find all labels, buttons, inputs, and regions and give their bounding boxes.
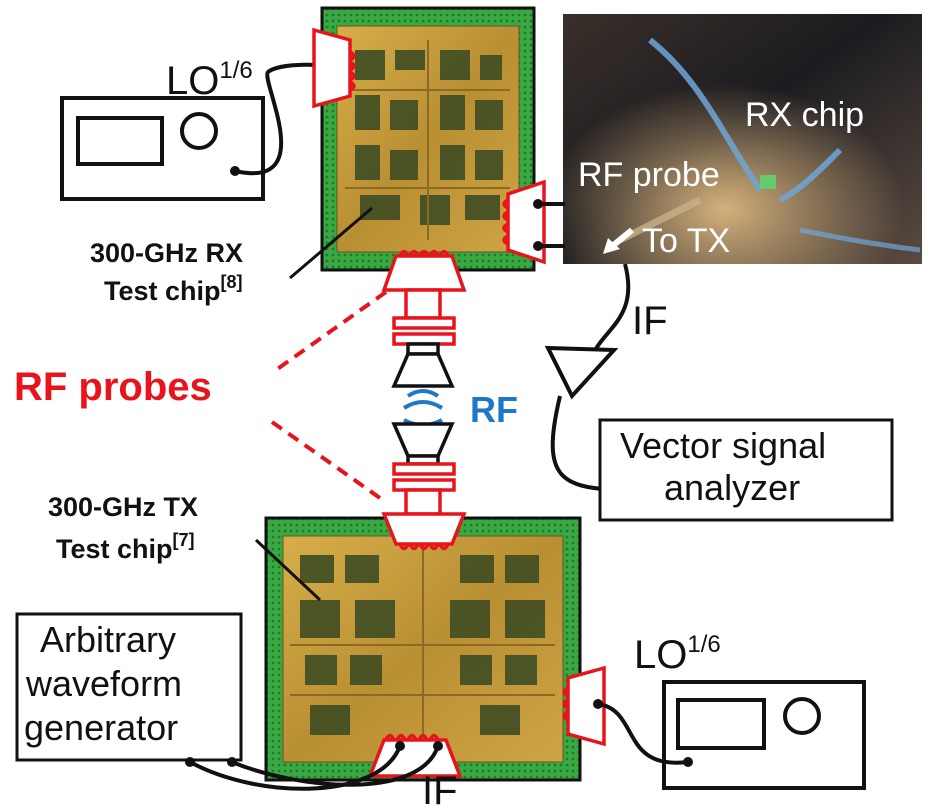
tx-lo-probe	[562, 665, 606, 747]
rf-probes-label: RF probes	[14, 365, 212, 409]
lo-top-label: LO1/6	[166, 57, 253, 103]
lo-bottom-label: LO1/6	[634, 631, 721, 677]
rx-chip-pointer	[289, 206, 373, 280]
rx-rf-probe	[381, 249, 467, 346]
photo-rx-chip-label: RX chip	[745, 96, 864, 134]
if-top-label: IF	[632, 299, 668, 343]
vsa-label-line2: analyzer	[664, 467, 800, 508]
arbitrary-waveform-generator: Arbitrary waveform generator	[15, 612, 243, 762]
vsa-label-line1: Vector signal	[620, 425, 826, 466]
photo-to-tx-label: To TX	[642, 222, 730, 260]
rf-probes-pointer-top	[274, 290, 388, 372]
vector-signal-analyzer: Vector signal analyzer	[598, 418, 894, 522]
if-amplifier-icon	[544, 345, 619, 400]
rx-chip-label-line2: Test chip[8]	[104, 272, 243, 306]
awg-label-line2: waveform	[25, 663, 182, 704]
photo-rf-probe-label: RF probe	[578, 156, 720, 194]
tx-horn-antenna	[391, 422, 455, 466]
lo-bottom-instrument	[662, 680, 866, 790]
if-bottom-cable-2	[231, 745, 440, 787]
lo-bottom-cable	[597, 702, 689, 765]
rx-chip	[320, 6, 536, 272]
tx-chip-label-line1: 300-GHz TX	[48, 492, 198, 522]
lo-top-instrument	[60, 96, 265, 201]
rx-horn-antenna	[391, 342, 455, 388]
if-bottom-cable-1	[189, 745, 402, 791]
rf-probes-pointer-bottom	[270, 420, 382, 500]
tx-chip-pointer	[254, 538, 322, 602]
rf-label: RF	[470, 389, 518, 430]
rx-lo-probe	[312, 27, 356, 109]
rx-chip-label-line1: 300-GHz RX	[90, 238, 243, 268]
if-bottom-label: IF	[422, 769, 458, 806]
probe-station-photo: RX chip RF probe To TX	[563, 14, 922, 264]
awg-label-line1: Arbitrary	[40, 619, 176, 660]
awg-label-line3: generator	[24, 707, 178, 748]
tx-chip-label-line2: Test chip[7]	[56, 530, 195, 564]
tx-rf-probe	[381, 462, 467, 551]
